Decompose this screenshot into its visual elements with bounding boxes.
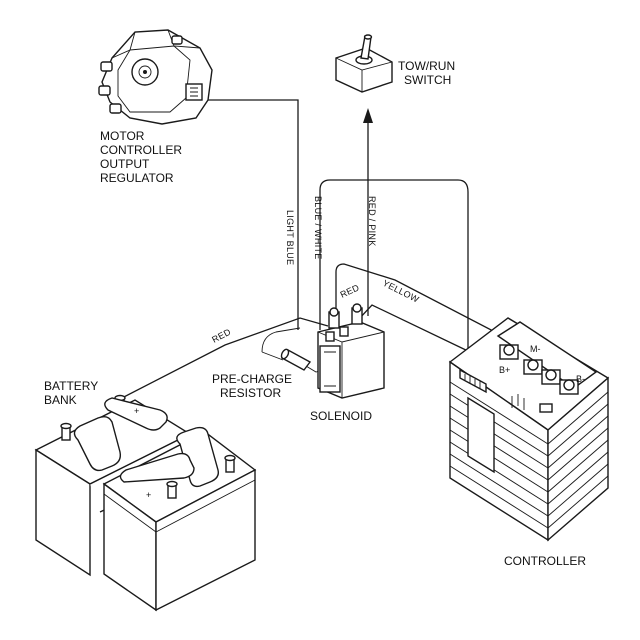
terminal-b-plus-label: B+ [499, 365, 510, 375]
controller-terminal-a2 [541, 369, 561, 385]
wire-red-lower [117, 317, 329, 401]
switch-label-line-1: TOW/RUN [398, 59, 455, 73]
wire-label-blue-white: BLUE / WHITE [313, 196, 323, 260]
regulator-label-line-1: MOTOR [100, 129, 145, 143]
resistor-label-line-1: PRE-CHARGE [212, 372, 292, 386]
regulator-label-line-4: REGULATOR [100, 171, 174, 185]
battery-front-plus-sign: + [146, 490, 151, 500]
controller-connector-strip [459, 368, 487, 394]
regulator-label-line-3: OUTPUT [100, 157, 150, 171]
output-regulator: MOTOR CONTROLLER OUTPUT REGULATOR [98, 29, 213, 185]
pre-charge-resistor: PRE-CHARGE RESISTOR [212, 348, 312, 400]
controller: B+ M- B- CONTROLLER [448, 317, 610, 568]
battery-bank: + + BATTERY BANK [34, 379, 257, 612]
wire-label-light-blue: LIGHT BLUE [285, 210, 295, 265]
wire-label-red-pink: RED / PINK [367, 196, 377, 247]
wire-blue-white [319, 179, 469, 355]
controller-label: CONTROLLER [504, 554, 586, 568]
tow-run-switch: TOW/RUN SWITCH [335, 34, 455, 93]
wire-yellow [335, 263, 521, 346]
solenoid: SOLENOID [310, 303, 385, 423]
controller-heatsink-fins [449, 381, 609, 529]
wire-label-red-lower: RED [210, 326, 232, 344]
terminal-m-minus-label: M- [530, 344, 541, 354]
wire-light-blue [205, 99, 299, 330]
wire-label-red-upper: RED [339, 282, 361, 300]
switch-label-line-2: SWITCH [404, 73, 451, 87]
solenoid-label: SOLENOID [310, 409, 372, 423]
resistor-label-line-2: RESISTOR [220, 386, 281, 400]
controller-terminal-b-minus [559, 379, 579, 395]
battery-plus-sign: + [134, 406, 139, 416]
controller-terminal-m-minus [523, 359, 543, 375]
terminal-b-minus-label: B- [576, 374, 585, 384]
battery-label-line-1: BATTERY [44, 379, 98, 393]
regulator-label-line-2: CONTROLLER [100, 143, 182, 157]
battery-label-line-2: BANK [44, 393, 77, 407]
wire-resistor-left [261, 327, 301, 361]
wire-red-pink-arrowhead [363, 108, 373, 123]
controller-terminal-b-plus [499, 344, 519, 360]
wire-label-yellow: YELLOW [381, 278, 421, 305]
